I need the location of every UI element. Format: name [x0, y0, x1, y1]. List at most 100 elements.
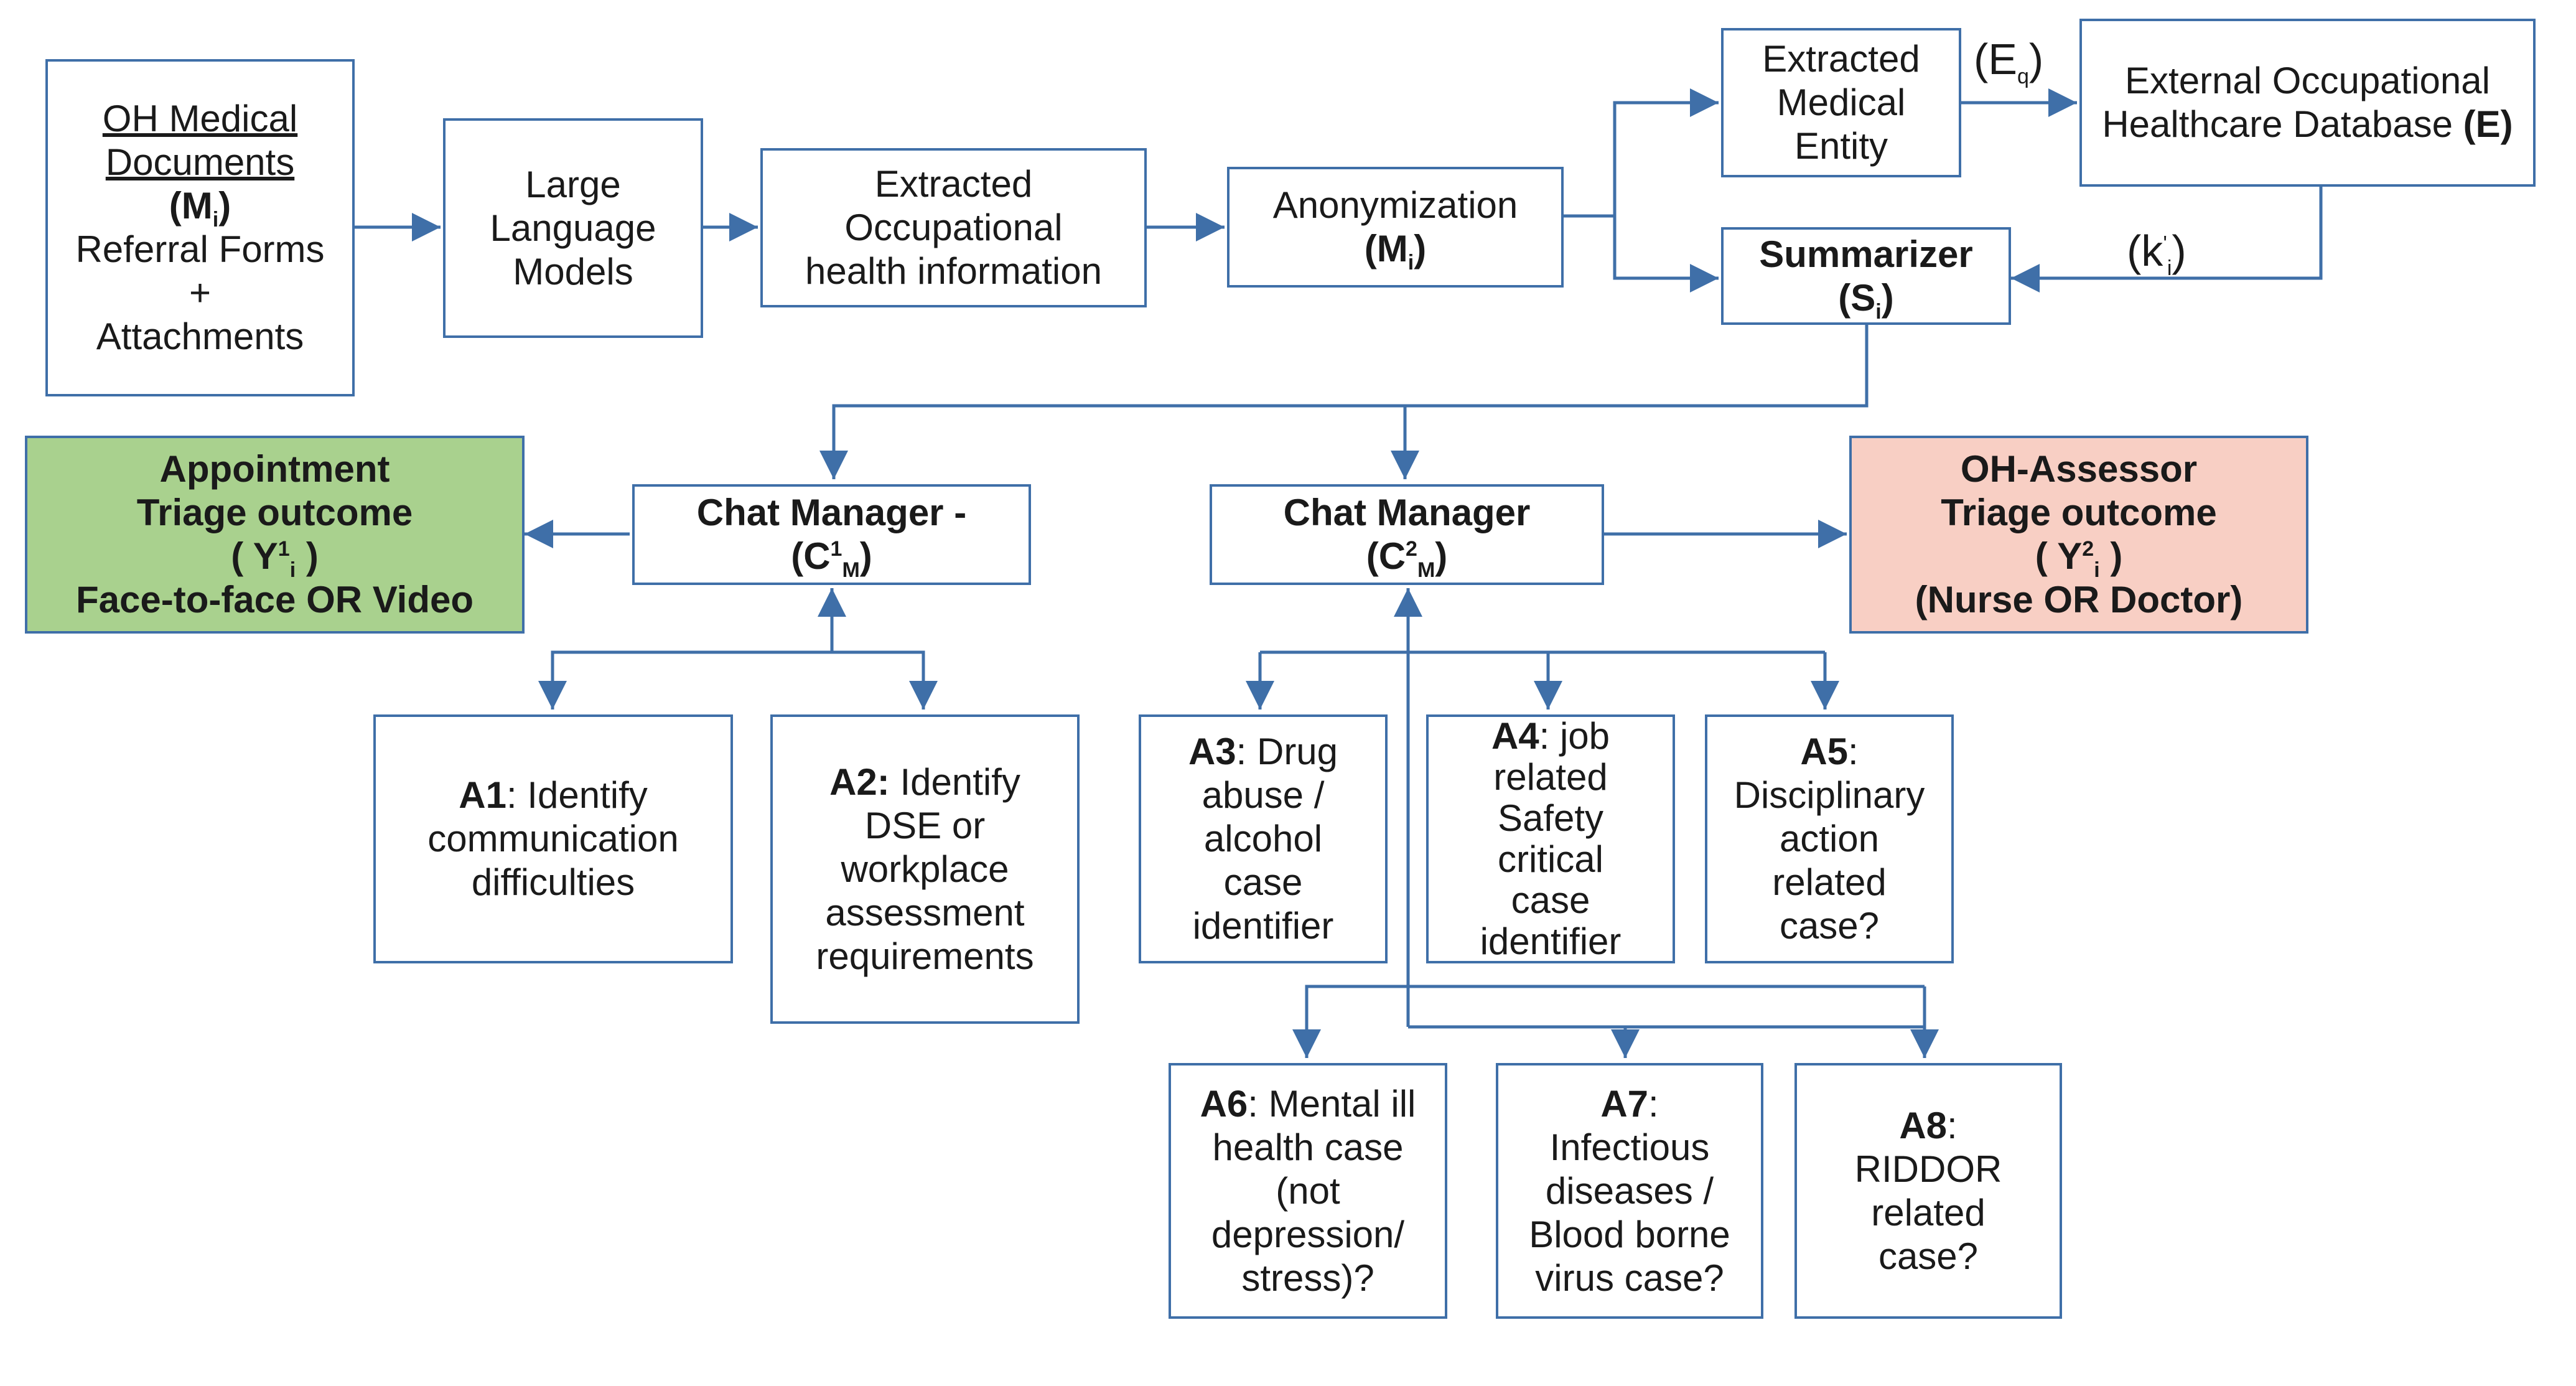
- entity-line2: Medical: [1776, 82, 1906, 123]
- wire-summarizer-down: [819, 325, 1869, 479]
- assessor-line2: Triage outcome: [1941, 492, 2217, 533]
- agent-a4-line5: identifier: [1480, 920, 1622, 962]
- agent-a5-box: A5: Disciplinary action related case?: [1705, 714, 1954, 963]
- agent-a1-line1: communication: [427, 818, 679, 859]
- agent-a4-box: A4: job related Safety critical case ide…: [1426, 714, 1675, 963]
- agent-a6-box: A6: Mental ill health case (not depressi…: [1169, 1063, 1447, 1319]
- agent-a8-line2: related: [1871, 1191, 1986, 1234]
- agent-a8-line3: case?: [1878, 1235, 1979, 1277]
- llm-line3: Models: [513, 250, 633, 293]
- agent-a3-line2: alcohol: [1203, 818, 1323, 859]
- agent-a6-line3: depression/: [1211, 1213, 1405, 1255]
- agent-a2-id: A2:: [829, 761, 890, 803]
- appointment-line4: Face-to-face OR Video: [75, 579, 474, 620]
- chat1-symbol: (C1M): [791, 535, 872, 582]
- info-line1: Extracted: [874, 163, 1033, 205]
- agent-a6-line0: : Mental ill: [1248, 1082, 1416, 1125]
- agent-a4-line0: : job: [1539, 715, 1610, 757]
- wire-db-summarizer: [2011, 187, 2323, 293]
- appointment-line2: Triage outcome: [136, 492, 413, 533]
- agent-a5-line4: case?: [1779, 905, 1880, 947]
- chat-manager-2-box: Chat Manager (C2M): [1210, 484, 1604, 585]
- agent-a4-line4: case: [1511, 879, 1590, 921]
- agent-a2-line2: workplace: [841, 848, 1009, 890]
- medical-entity-box: Extracted Medical Entity: [1721, 28, 1961, 177]
- external-database-box: External Occupational Healthcare Databas…: [2079, 19, 2536, 187]
- agent-a4-line1: related: [1493, 756, 1608, 798]
- appointment-symbol: ( Y1i ): [231, 535, 319, 582]
- agent-a4-line3: critical: [1497, 838, 1603, 880]
- agent-a3-line3: case: [1223, 861, 1303, 903]
- agent-a8-line1: RIDDOR: [1854, 1148, 2002, 1190]
- llm-line2: Language: [490, 207, 656, 249]
- agent-a6-line4: stress)?: [1241, 1257, 1374, 1299]
- source-documents-box: OH Medical Documents (Mi) Referral Forms…: [45, 59, 355, 396]
- agent-a8-id: A8: [1899, 1104, 1948, 1146]
- summarizer-box: Summarizer (Si): [1721, 227, 2011, 325]
- agent-a7-line0: :: [1648, 1082, 1659, 1125]
- wire-anon-branch: [1564, 88, 1719, 218]
- agent-a5-line1: Disciplinary: [1734, 774, 1925, 816]
- agent-a7-line1: Infectious: [1549, 1126, 1710, 1168]
- entity-line1: Extracted: [1762, 38, 1920, 80]
- entity-line3: Entity: [1794, 125, 1888, 167]
- agent-a1-line0: : Identify: [506, 774, 648, 816]
- chat2-label: Chat Manager: [1283, 492, 1531, 533]
- extracted-info-box: Extracted Occupational health informatio…: [760, 148, 1147, 307]
- agent-a3-box: A3: Drug abuse / alcohol case identifier: [1139, 714, 1388, 963]
- llm-line1: Large: [525, 163, 621, 205]
- agent-a4-line2: Safety: [1497, 797, 1604, 839]
- agent-a2-line0: Identify: [889, 761, 1020, 803]
- agent-a7-id: A7: [1600, 1082, 1649, 1125]
- agent-a1-id: A1: [459, 774, 506, 816]
- agent-a1-box: A1: Identify communication difficulties: [373, 714, 733, 963]
- assessor-outcome-box: OH-Assessor Triage outcome ( Y2i ) (Nurs…: [1849, 436, 2308, 634]
- info-line3: health information: [805, 250, 1102, 292]
- agent-a4-id: A4: [1491, 715, 1539, 757]
- anonymization-label: Anonymization: [1272, 184, 1518, 226]
- agent-a6-line2: (not: [1276, 1169, 1340, 1212]
- agent-a2-line4: requirements: [816, 935, 1034, 977]
- agent-a2-box: A2: Identify DSE or workplace assessment…: [770, 714, 1080, 1024]
- appointment-outcome-box: Appointment Triage outcome ( Y1i ) Face-…: [25, 436, 525, 634]
- anonymization-box: Anonymization (Mi): [1227, 167, 1564, 288]
- agent-a3-line0: : Drug: [1236, 731, 1338, 772]
- agent-a6-line1: health case: [1212, 1126, 1404, 1168]
- agent-a3-id: A3: [1188, 731, 1236, 772]
- llm-box: Large Language Models: [443, 118, 703, 338]
- agent-a2-line1: DSE or: [864, 804, 986, 846]
- agent-a5-line0: :: [1848, 731, 1859, 772]
- agent-a5-id: A5: [1800, 731, 1849, 772]
- anonymization-symbol: (Mi): [1364, 228, 1427, 274]
- agent-a7-line2: diseases /: [1545, 1169, 1714, 1212]
- summarizer-symbol: (Si): [1838, 276, 1894, 324]
- wire-a1-a2-bus: [551, 650, 925, 677]
- source-line2: Attachments: [96, 316, 304, 357]
- agent-a2-line3: assessment: [825, 891, 1025, 934]
- database-line2: Healthcare Database (E): [2102, 103, 2513, 145]
- assessor-line1: OH-Assessor: [1960, 448, 2198, 490]
- info-line2: Occupational: [844, 207, 1063, 248]
- assessor-symbol: ( Y2i ): [2035, 535, 2123, 582]
- agent-a8-line0: :: [1947, 1104, 1958, 1146]
- agent-a5-line2: action: [1779, 818, 1880, 859]
- k-label: (k'i): [2127, 227, 2186, 280]
- agent-a3-line4: identifier: [1192, 905, 1334, 947]
- assessor-line4: (Nurse OR Doctor): [1915, 579, 2243, 620]
- wire-anon-summarizer: [1613, 216, 1719, 293]
- agent-a5-line3: related: [1772, 861, 1887, 903]
- database-line1: External Occupational: [2125, 60, 2490, 101]
- agent-a7-line3: Blood borne: [1529, 1213, 1730, 1255]
- source-line1: Referral Forms: [75, 228, 325, 270]
- eq-label: (Eq): [1974, 35, 2044, 88]
- agent-a1-line2: difficulties: [471, 861, 635, 903]
- connector-arrow: [1408, 1025, 1627, 1058]
- chat-manager-1-box: Chat Manager - (C1M): [632, 484, 1031, 585]
- chat2-symbol: (C2M): [1366, 535, 1448, 582]
- chat1-label: Chat Manager -: [696, 492, 967, 533]
- agent-a7-line4: virus case?: [1535, 1257, 1724, 1299]
- agent-a8-box: A8: RIDDOR related case?: [1794, 1063, 2062, 1319]
- wire-a6-a8-bus: [1305, 985, 1925, 1027]
- agent-a3-line1: abuse /: [1202, 774, 1325, 816]
